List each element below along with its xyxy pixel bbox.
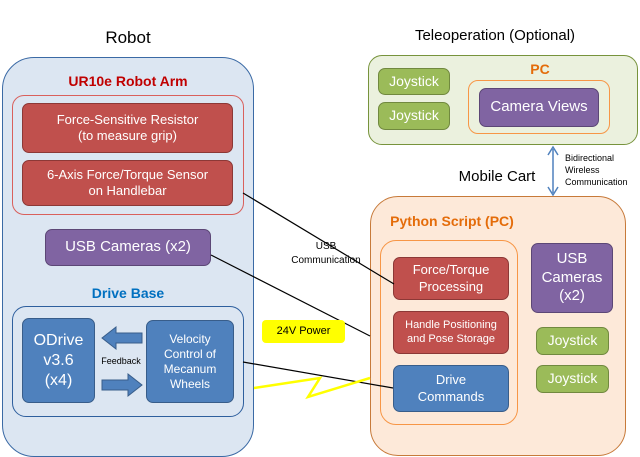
wireless-arrow-head-down xyxy=(547,186,559,197)
teleop-label: Teleoperation (Optional) xyxy=(414,27,576,44)
camera-views-box: Camera Views xyxy=(479,88,599,127)
drive-base-title: Drive Base xyxy=(91,285,165,301)
fsr-box: Force-Sensitive Resistor (to measure gri… xyxy=(22,103,233,153)
teleop-pc-title: PC xyxy=(530,61,550,77)
arm-title: UR10e Robot Arm xyxy=(68,73,188,89)
power-label: 24V Power xyxy=(262,320,345,343)
handle-positioning-box: Handle Positioning and Pose Storage xyxy=(393,311,509,354)
ft-sensor-box: 6-Axis Force/Torque Sensor on Handlebar xyxy=(22,160,233,206)
cart-joystick-1: Joystick xyxy=(536,327,609,355)
drive-line xyxy=(242,361,394,389)
cart-joystick-2: Joystick xyxy=(536,365,609,393)
mobile-cart-label: Mobile Cart xyxy=(458,168,536,185)
drive-commands-box: Drive Commands xyxy=(393,365,509,412)
teleop-pc-inner xyxy=(468,80,610,134)
feedback-left-arrow xyxy=(101,325,143,351)
power-line xyxy=(253,376,371,400)
feedback-right-arrow xyxy=(101,372,143,398)
python-inner-group xyxy=(380,240,518,425)
arm-to-ft-line xyxy=(242,192,395,285)
arm-group xyxy=(12,95,244,215)
robot-label: Robot xyxy=(105,28,151,47)
usb-communication-label: USB Communication xyxy=(291,241,361,266)
python-title: Python Script (PC) xyxy=(390,213,514,229)
odrive-box: ODrive v3.6 (x4) xyxy=(22,318,95,403)
connections xyxy=(101,145,559,400)
feedback-label: Feedback xyxy=(101,356,141,366)
robot-usb-cameras-box: USB Cameras (x2) xyxy=(45,229,211,266)
velocity-control-box: Velocity Control of Mecanum Wheels xyxy=(146,320,234,403)
cart-usb-cameras-box: USB Cameras (x2) xyxy=(531,243,613,313)
ft-processing-box: Force/Torque Processing xyxy=(393,257,509,300)
wireless-label: Bidirectional Wireless Communication xyxy=(565,153,628,188)
teleop-joystick-1: Joystick xyxy=(378,68,450,95)
teleop-joystick-2: Joystick xyxy=(378,102,450,130)
wireless-arrow-head-up xyxy=(547,145,559,156)
